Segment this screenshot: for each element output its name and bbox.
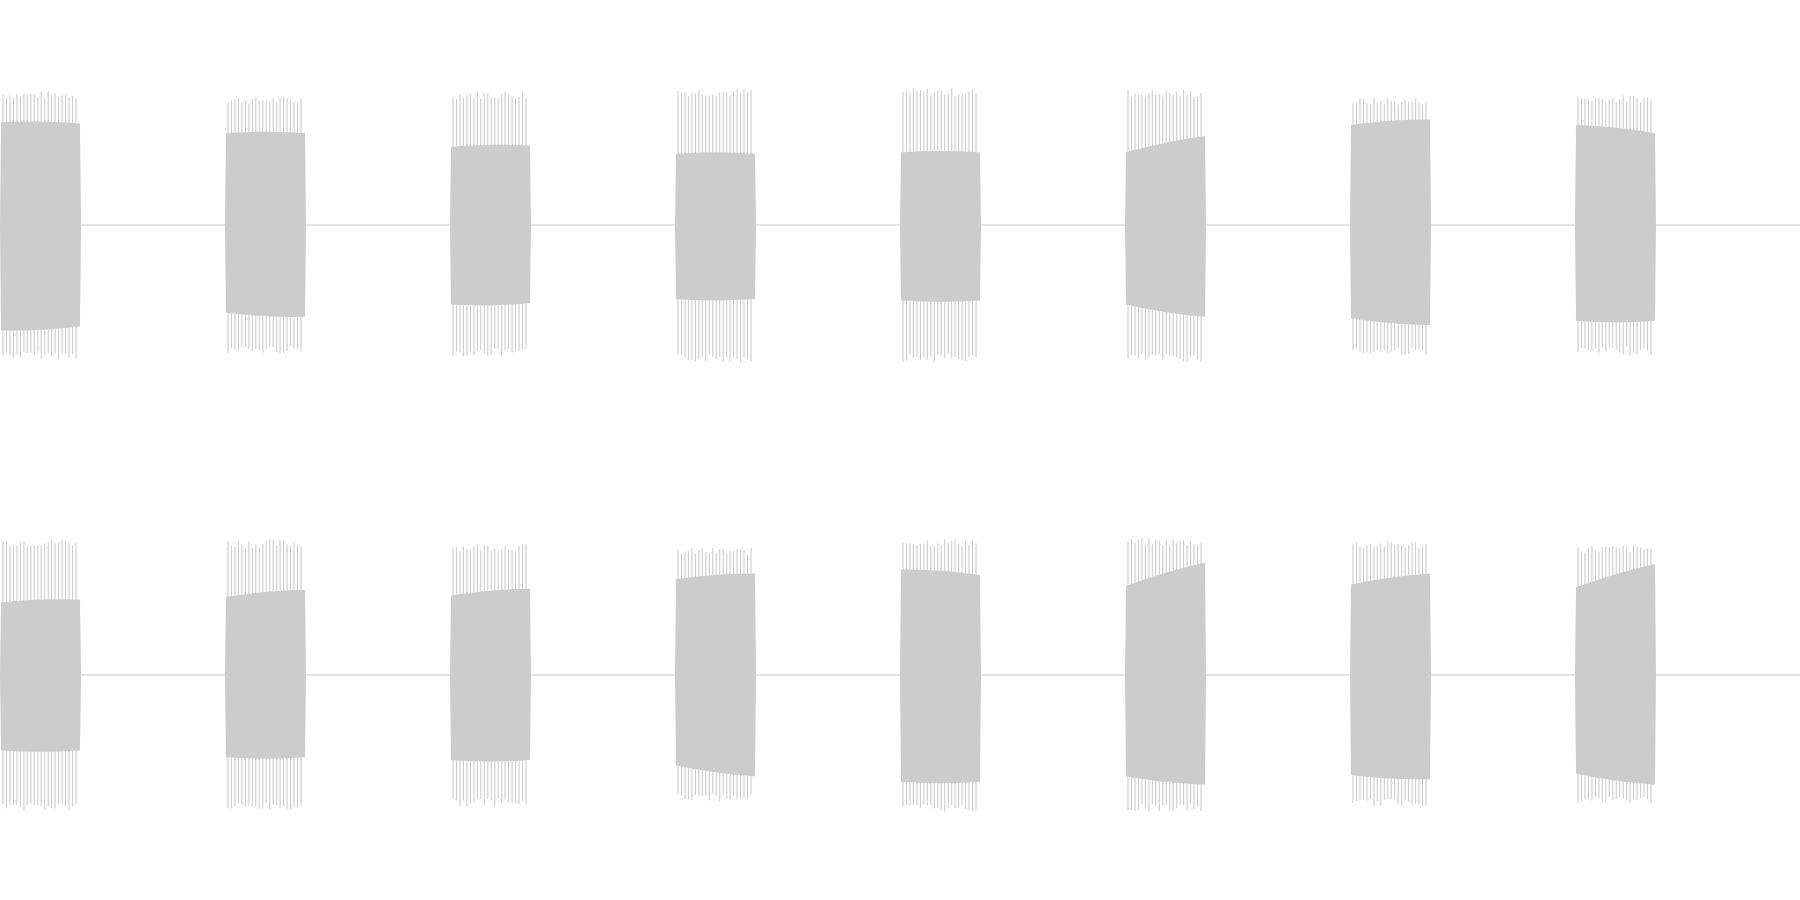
channel-1-burst-2: [225, 96, 306, 354]
channel-1-burst-7: [1350, 97, 1431, 355]
channel-2-burst-8: [1575, 545, 1656, 804]
channel-2-burst-4: [675, 547, 756, 801]
channel-1-burst-4: [675, 88, 756, 362]
channel-1-burst-8: [1575, 95, 1656, 356]
channel-1-burst-1: [0, 91, 81, 360]
channel-2-burst-6: [1125, 538, 1206, 812]
channel-2-burst-3: [450, 543, 531, 807]
channel-2[interactable]: [0, 538, 1800, 812]
channel-1-burst-6: [1125, 90, 1206, 362]
channel-2-burst-7: [1350, 541, 1431, 807]
channel-1-burst-5: [900, 88, 981, 362]
channel-2-burst-2: [225, 539, 306, 809]
channel-2-burst-5: [900, 538, 981, 812]
channel-1[interactable]: [0, 88, 1800, 362]
channel-1-burst-3: [450, 91, 531, 357]
channel-2-burst-1: [0, 538, 81, 811]
